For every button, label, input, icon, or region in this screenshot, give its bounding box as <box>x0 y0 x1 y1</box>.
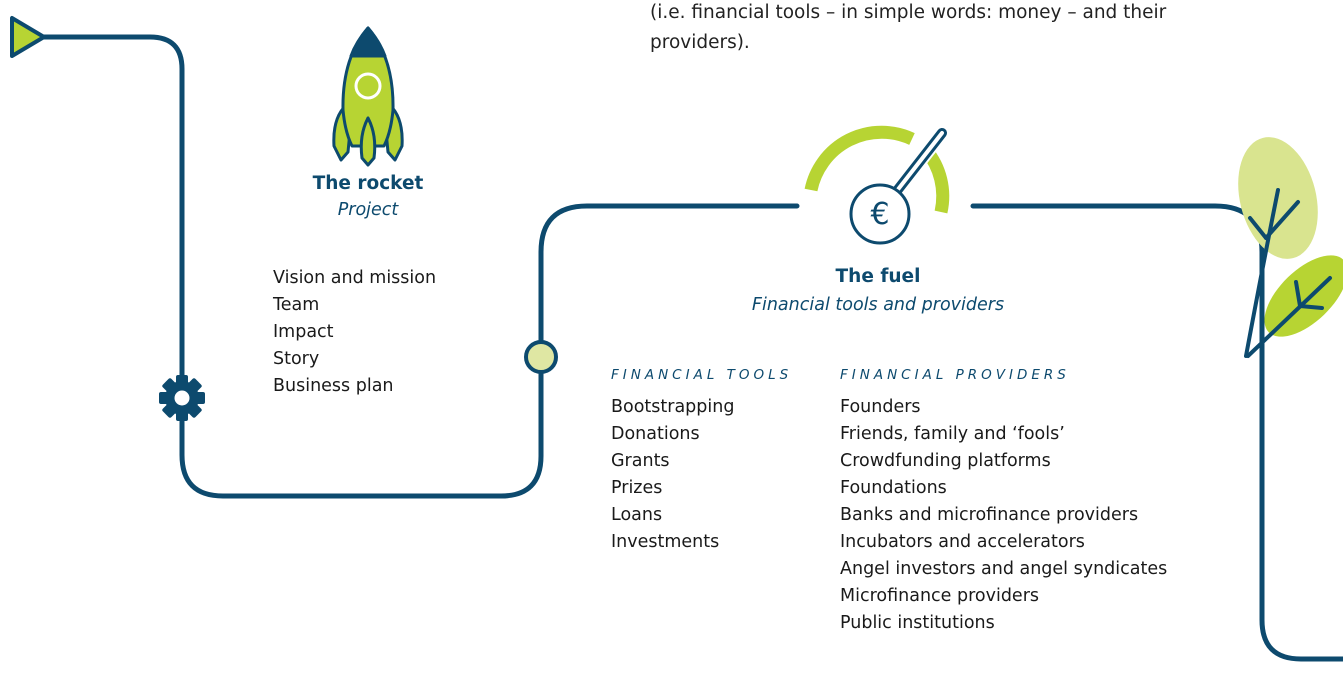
tool-item: Prizes <box>611 478 663 498</box>
rocket-item: Team <box>273 295 320 315</box>
rocket-subtitle: Project <box>337 200 399 220</box>
rocket-list: Vision and mission Team Impact Story Bus… <box>273 265 436 400</box>
rocket-title: The rocket <box>312 173 424 194</box>
financial-providers-header: FINANCIAL PROVIDERS <box>840 367 1070 383</box>
provider-item: Friends, family and ‘fools’ <box>840 424 1065 444</box>
provider-item: Angel investors and angel syndicates <box>840 559 1168 579</box>
journey-path <box>27 34 1343 662</box>
provider-item: Incubators and accelerators <box>840 532 1085 552</box>
fuel-gauge-icon <box>804 125 950 245</box>
rocket-item: Vision and mission <box>273 268 437 288</box>
tool-item: Loans <box>611 505 663 525</box>
rocket-item: Story <box>273 349 320 369</box>
provider-item: Microfinance providers <box>840 586 1040 606</box>
tool-item: Bootstrapping <box>611 397 735 417</box>
fuel-title: The fuel <box>835 266 921 287</box>
intro-text: (i.e. financial tools – in simple words:… <box>650 2 1167 53</box>
play-triangle-icon <box>10 16 46 58</box>
financial-tools-list: Bootstrapping Donations Grants Prizes Lo… <box>611 394 734 556</box>
tool-item: Donations <box>611 424 700 444</box>
financial-providers-list: Founders Friends, family and ‘fools’ Cro… <box>840 394 1167 637</box>
tool-item: Grants <box>611 451 670 471</box>
rocket-item: Impact <box>273 322 334 342</box>
euro-icon: € <box>870 197 889 232</box>
provider-item: Founders <box>840 397 921 417</box>
rocket-icon <box>332 26 404 167</box>
gear-icon <box>159 375 205 421</box>
rocket-item: Business plan <box>273 376 394 396</box>
leaf-plant-icon <box>1238 137 1343 358</box>
fuel-subtitle: Financial tools and providers <box>751 295 1005 315</box>
euro-coin-circle <box>849 183 911 245</box>
tool-item: Investments <box>611 532 720 552</box>
path-circle-node-icon <box>524 340 558 374</box>
provider-item: Public institutions <box>840 613 995 633</box>
provider-item: Banks and microfinance providers <box>840 505 1139 525</box>
provider-item: Crowdfunding platforms <box>840 451 1051 471</box>
financial-tools-header: FINANCIAL TOOLS <box>611 367 793 383</box>
provider-item: Foundations <box>840 478 947 498</box>
